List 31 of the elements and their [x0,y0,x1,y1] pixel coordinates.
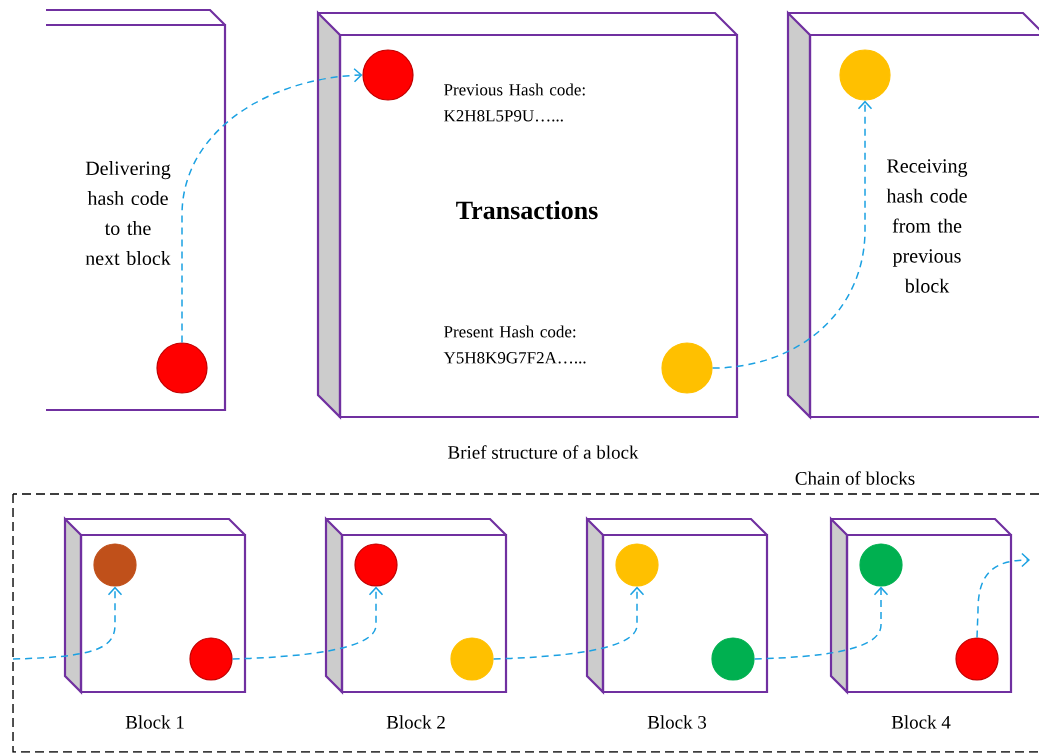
hash-circle [839,49,891,101]
arrow [181,68,363,344]
block-label: Block 4 [891,715,951,729]
arrow [12,586,123,660]
hash-circle [661,342,713,394]
arrow [753,586,889,660]
hash-code-text: Previous Hash code: K2H8L5P9U…... [444,83,585,122]
block-title: Transactions [456,200,598,220]
block-label: Block 3 [647,715,707,729]
hash-circle [156,342,208,394]
block-label: Brief structure of a block [448,445,639,459]
hash-circle [450,637,494,681]
edge-label: Receiving hash code from the previous block [886,159,968,293]
hash-circle [354,543,398,587]
block-label: Block 1 [125,715,184,729]
hash-circle [362,49,414,101]
arrow [492,586,645,660]
hash-circle [615,543,659,587]
arrow [231,586,384,660]
edge-label: Delivering hash code to the next block [85,160,171,266]
block-drawing [46,8,227,412]
block-label: Block 2 [386,715,445,729]
hash-circle [955,637,999,681]
hash-circle [189,637,233,681]
arrow [976,552,1030,639]
arrow [711,100,873,369]
node-label: Chain of blocks [795,471,915,485]
hash-code-text: Present Hash code: Y5H8K9G7F2A…... [443,325,586,364]
hash-circle [859,543,903,587]
hash-circle [711,637,755,681]
hash-circle [93,543,137,587]
